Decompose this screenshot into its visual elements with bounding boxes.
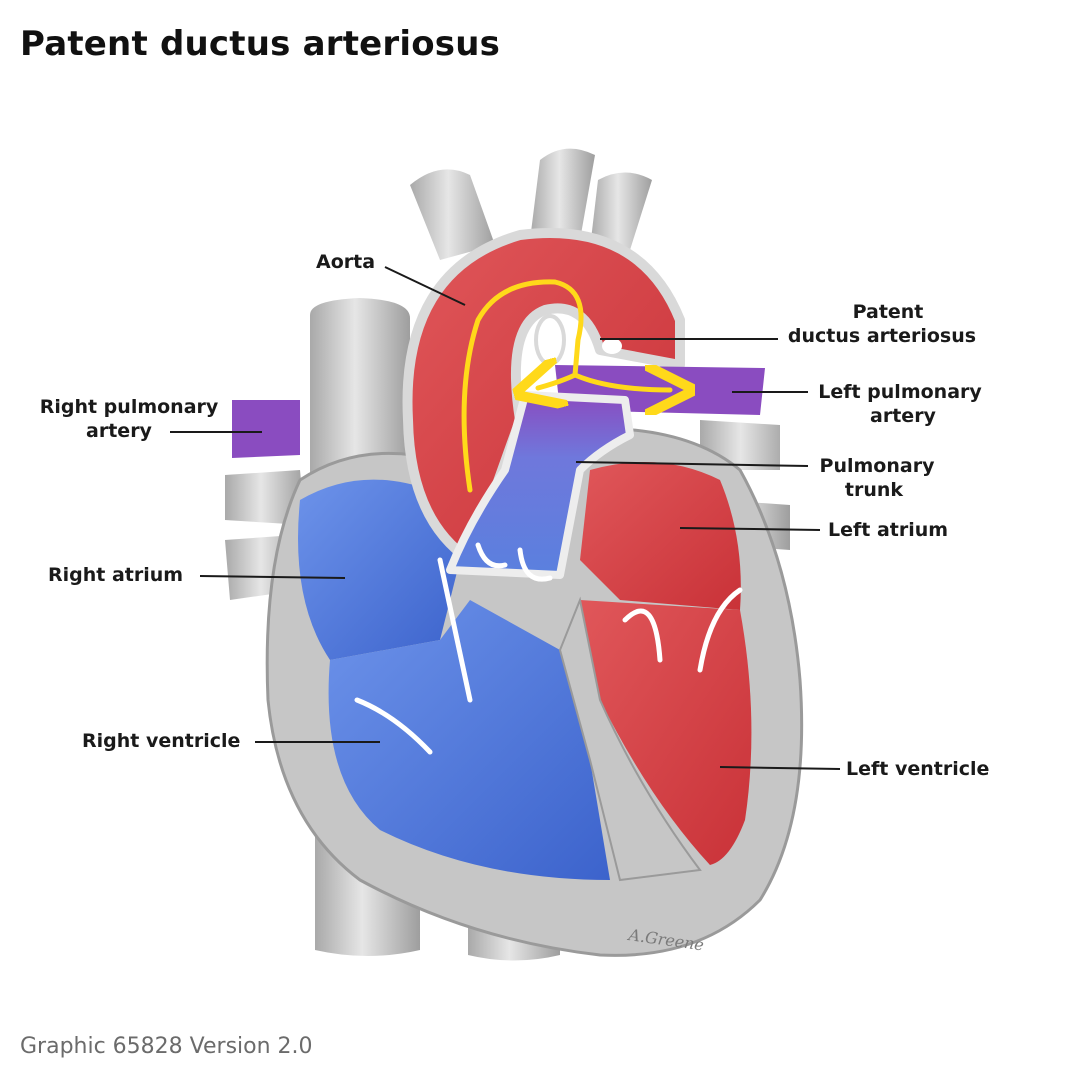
label-right-atrium: Right atrium xyxy=(48,564,183,586)
right-atrium-chamber xyxy=(298,479,460,660)
label-pulm-line2: trunk xyxy=(845,479,904,501)
left-carotid-artery xyxy=(530,148,595,240)
label-left-atrium: Left atrium xyxy=(828,519,948,541)
right-ventricle-chamber xyxy=(328,600,610,880)
label-pulm-line1: Pulmonary xyxy=(820,455,936,477)
label-right-ventricle: Right ventricle xyxy=(82,730,240,752)
label-rpa-line2: artery xyxy=(86,420,153,442)
label-rpa-line1: Right pulmonary xyxy=(40,396,219,418)
graphic-caption: Graphic 65828 Version 2.0 xyxy=(20,1034,313,1059)
leader-la xyxy=(679,527,821,531)
valves xyxy=(354,542,743,755)
ductus-opening xyxy=(534,314,566,366)
leader-lv xyxy=(719,766,841,770)
blood-flow-arrow xyxy=(461,279,670,493)
leader-ra xyxy=(199,575,346,579)
pulmonary-trunk-vessel xyxy=(446,391,634,579)
label-pda-line2: ductus arteriosus xyxy=(788,325,976,347)
right-pulmonary-artery-vessel xyxy=(232,400,300,458)
label-aorta: Aorta xyxy=(316,251,375,273)
leader-pulm xyxy=(575,461,809,467)
left-atrium-chamber xyxy=(580,462,741,610)
left-ventricle-chamber xyxy=(580,600,752,865)
ductus-opening-2 xyxy=(602,338,622,354)
label-lpa-line2: artery xyxy=(870,405,937,427)
leader-lines xyxy=(170,266,841,770)
label-pda-line1: Patent xyxy=(853,301,924,323)
brachiocephalic-artery xyxy=(410,169,495,260)
septum xyxy=(558,596,702,882)
label-left-ventricle: Left ventricle xyxy=(846,758,989,780)
label-lpa-line1: Left pulmonary xyxy=(818,381,982,403)
page-title: Patent ductus arteriosus xyxy=(20,24,501,64)
left-subclavian-artery xyxy=(590,172,652,250)
leader-aorta xyxy=(384,266,466,306)
